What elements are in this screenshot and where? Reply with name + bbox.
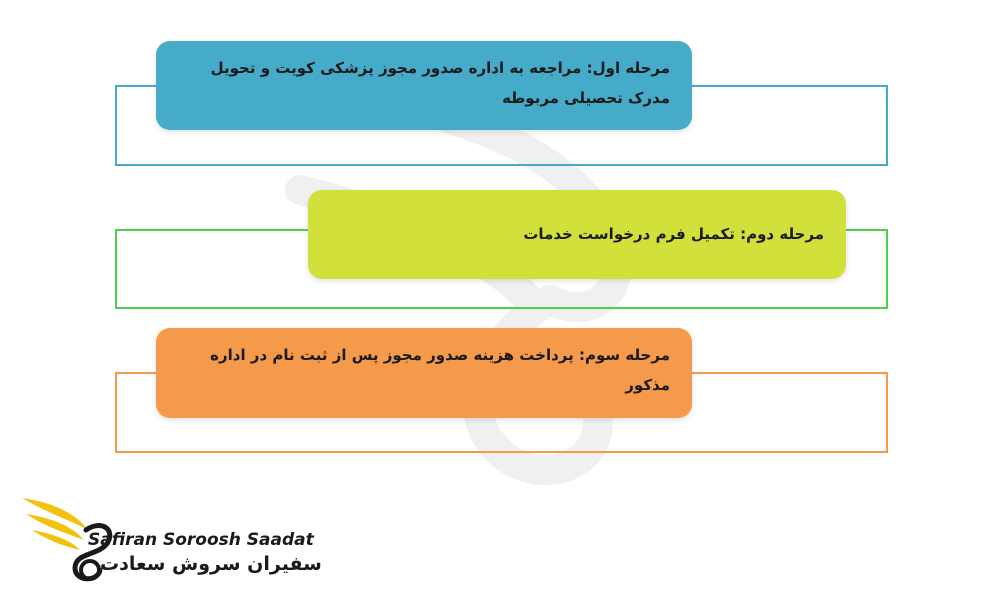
step-2-text: مرحله دوم: تکمیل فرم درخواست خدمات [523,225,824,243]
step-2-box: مرحله دوم: تکمیل فرم درخواست خدمات [308,190,846,279]
step-1-text: مرحله اول: مراجعه به اداره صدور مجوز پزش… [210,59,670,107]
company-logo-icon [22,498,113,582]
step-1-box: مرحله اول: مراجعه به اداره صدور مجوز پزش… [156,41,692,130]
step-3-text: مرحله سوم: پرداخت هزینه صدور مجوز پس از … [210,346,670,394]
step-3-box: مرحله سوم: پرداخت هزینه صدور مجوز پس از … [156,328,692,418]
brand-name-fa: سفیران سروش سعادت [100,553,322,575]
brand-name-en: Safiran Soroosh Saadat [88,530,314,550]
